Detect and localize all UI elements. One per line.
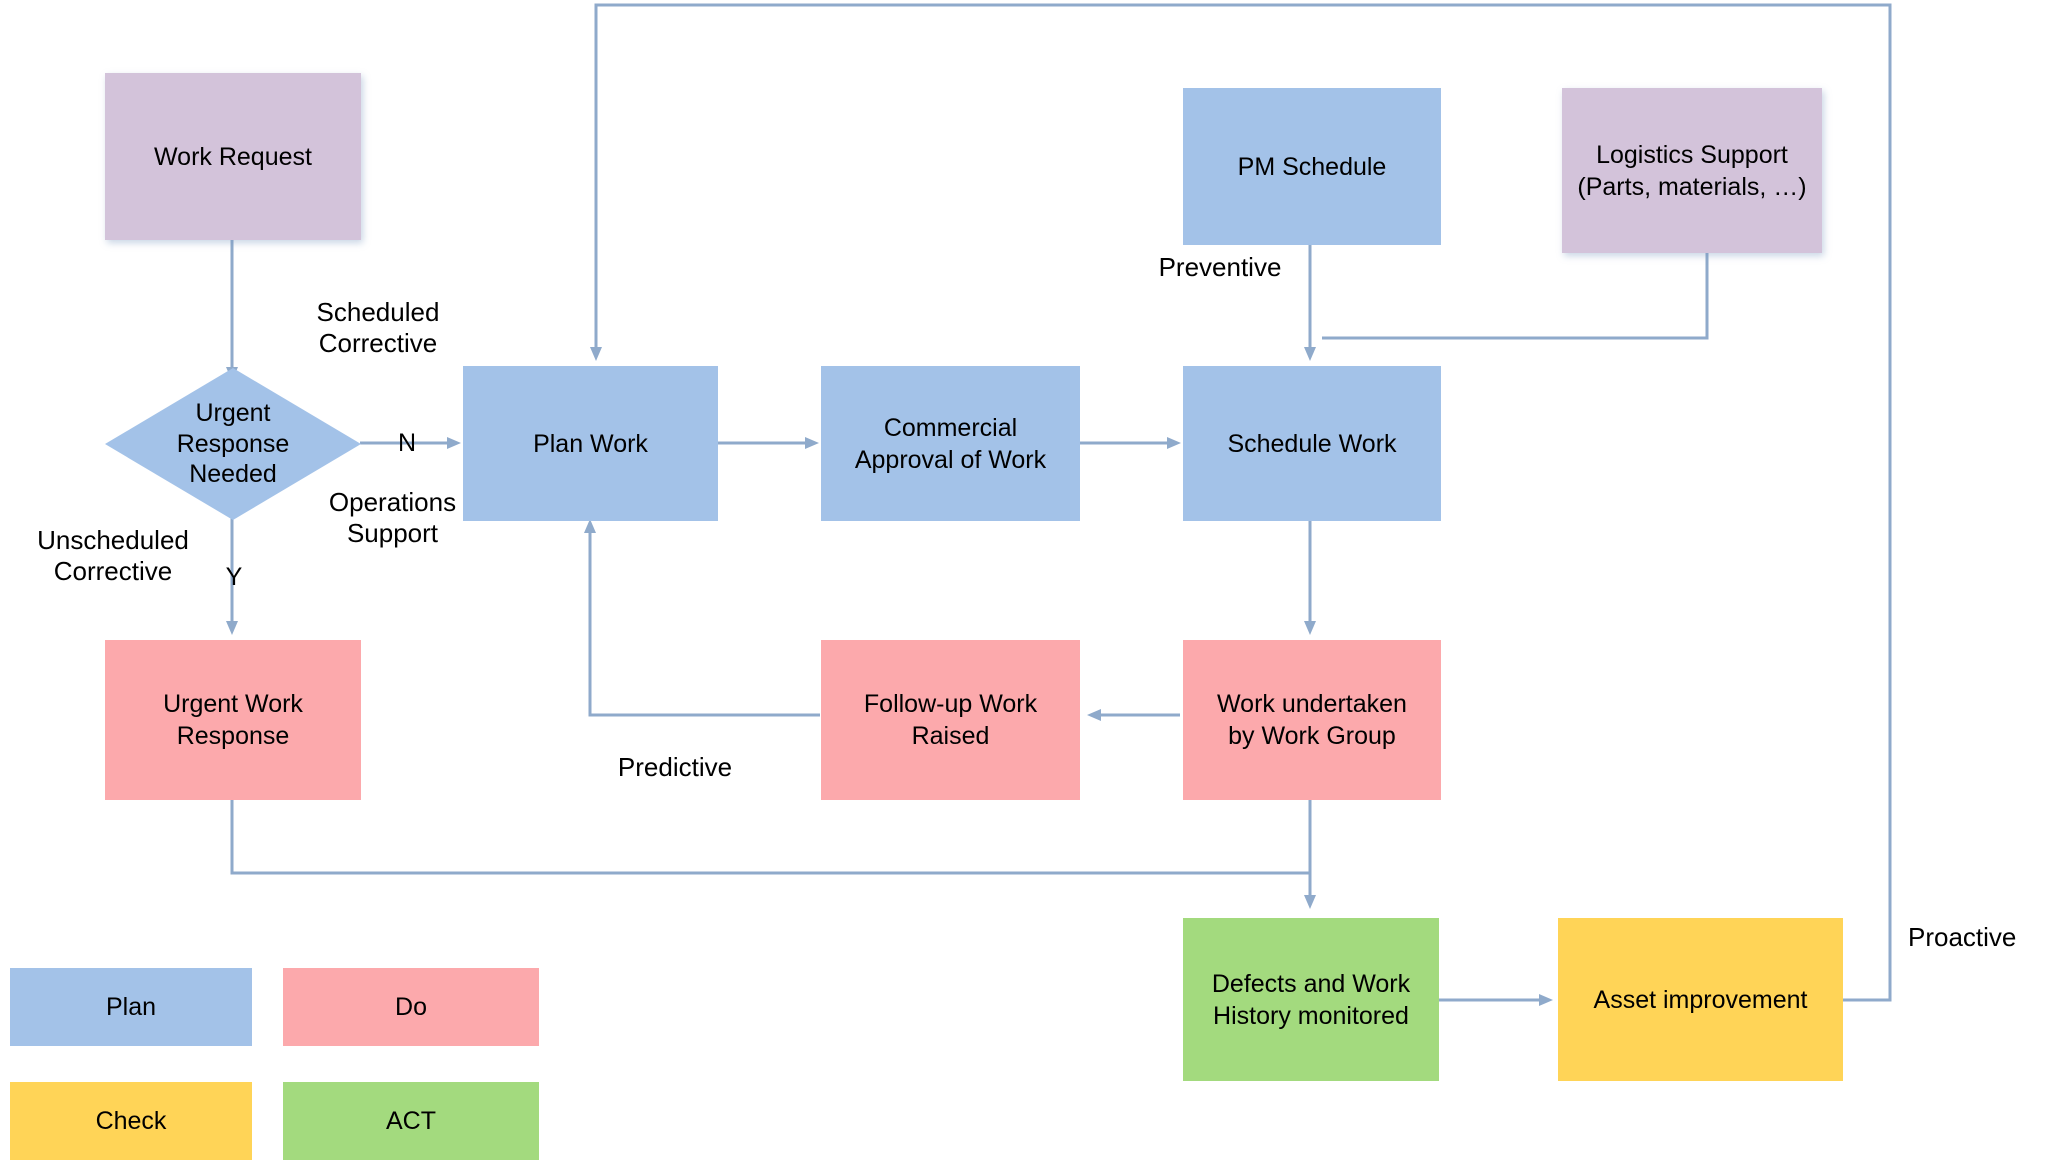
node-pm-schedule[interactable]: PM Schedule (1183, 88, 1441, 245)
legend-item-do: Do (283, 968, 539, 1046)
edge-label-decision-no: N (397, 429, 417, 457)
node-work-undertaken[interactable]: Work undertaken by Work Group (1183, 640, 1441, 800)
node-asset-improvement-label: Asset improvement (1593, 985, 1808, 1014)
edge-label-predictive: Predictive (617, 752, 733, 782)
node-work-request-label: Work Request (154, 142, 312, 171)
node-plan-work-label: Plan Work (533, 429, 648, 458)
legend-item-plan: Plan (10, 968, 252, 1046)
node-logistics-support[interactable]: Logistics Support (Parts, materials, …) (1562, 88, 1822, 253)
node-schedule-work-label: Schedule Work (1227, 429, 1397, 458)
node-commercial-approval-label: Commercial Approval of Work (854, 413, 1047, 474)
node-pm-schedule-label: PM Schedule (1237, 152, 1387, 181)
node-follow-up-work-raised[interactable]: Follow-up Work Raised (821, 640, 1080, 800)
node-urgent-work-response-label: Urgent Work Response (163, 690, 303, 750)
node-asset-improvement[interactable]: Asset improvement (1558, 918, 1843, 1081)
edge-urgent-response-to-defects-monitored (230, 800, 1310, 875)
legend-item-check: Check (10, 1082, 252, 1160)
edge-label-proactive: Proactive (1908, 922, 2017, 952)
node-defects-monitored-label: Defects and Work History monitored (1211, 969, 1411, 1030)
node-urgent-response-needed[interactable]: Urgent Response Needed (105, 368, 361, 520)
edge-label-decision-yes: Y (225, 563, 243, 591)
legend-item-check-label: Check (95, 1106, 167, 1135)
node-work-request[interactable]: Work Request (105, 73, 361, 240)
node-urgent-response-needed-label: Urgent Response Needed (176, 399, 290, 489)
node-commercial-approval[interactable]: Commercial Approval of Work (821, 366, 1080, 521)
edge-label-scheduled-corrective: Scheduled Corrective (316, 297, 440, 359)
node-follow-up-work-raised-label: Follow-up Work Raised (863, 690, 1038, 750)
edge-label-unscheduled-corrective: Unscheduled Corrective (37, 525, 189, 587)
edge-follow-up-work-to-plan-work (584, 519, 820, 717)
node-plan-work[interactable]: Plan Work (463, 366, 718, 521)
legend-item-do-label: Do (395, 992, 427, 1021)
node-schedule-work[interactable]: Schedule Work (1183, 366, 1441, 521)
node-logistics-support-label: Logistics Support (Parts, materials, …) (1577, 140, 1807, 201)
legend-item-plan-label: Plan (105, 992, 157, 1021)
node-work-undertaken-label: Work undertaken by Work Group (1217, 690, 1407, 750)
legend-item-act-label: ACT (386, 1106, 436, 1135)
edge-label-operations-support: Operations Support (328, 487, 457, 549)
legend-item-act: ACT (283, 1082, 539, 1160)
edge-label-preventive: Preventive (1158, 252, 1282, 282)
node-defects-monitored[interactable]: Defects and Work History monitored (1183, 918, 1439, 1081)
node-urgent-work-response[interactable]: Urgent Work Response (105, 640, 361, 800)
edge-logistics-support-to-schedule-work (1322, 253, 1709, 340)
